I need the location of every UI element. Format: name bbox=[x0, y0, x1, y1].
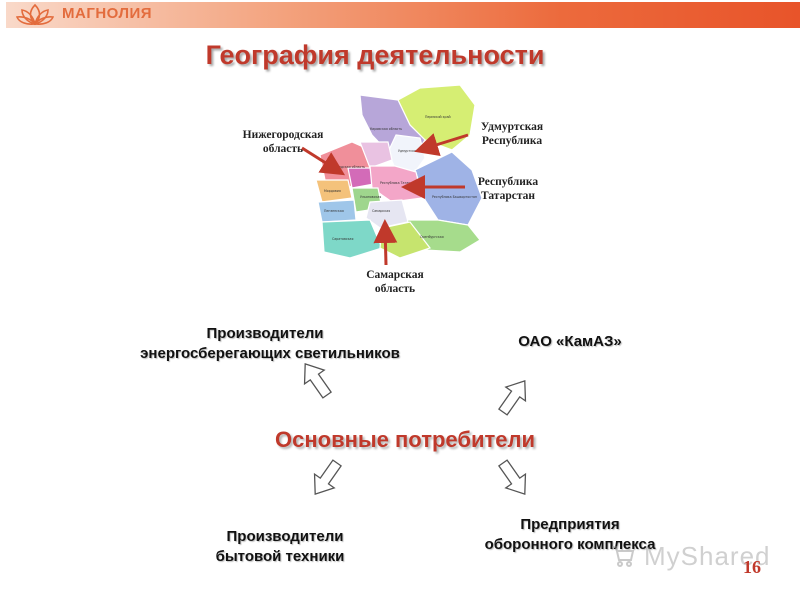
map-region-saratov bbox=[321, 219, 383, 259]
consumer-lights-line1: Производители bbox=[206, 325, 324, 342]
svg-text:Самарская: Самарская bbox=[372, 209, 390, 213]
svg-text:Ульяновская: Ульяновская bbox=[360, 195, 381, 199]
block-arrow-top-right bbox=[497, 379, 527, 416]
watermark: MyShared bbox=[644, 541, 771, 571]
consumer-kamaz: ОАО «КамАЗ» bbox=[518, 333, 622, 350]
svg-text:Республика Татарстан: Республика Татарстан bbox=[380, 181, 418, 185]
lotus-flower-icon bbox=[16, 3, 54, 26]
label-samara: Самарская область bbox=[366, 269, 424, 295]
svg-text:Мордовия: Мордовия bbox=[324, 189, 341, 193]
svg-text:Саратовская: Саратовская bbox=[332, 237, 353, 241]
consumer-defense-line1: Предприятия bbox=[520, 516, 620, 533]
map-region-bashkortostan bbox=[414, 151, 483, 226]
svg-text:Удмуртская Республика: Удмуртская Республика bbox=[398, 149, 438, 153]
block-arrow-bottom-right bbox=[497, 459, 527, 496]
label-tatarstan: Республика Татарстан bbox=[477, 176, 539, 202]
label-udmurt: Удмуртская Республика bbox=[480, 121, 544, 147]
consumer-defense-line2: оборонного комплекса bbox=[484, 536, 656, 553]
consumer-appliances-line2: бытовой техники bbox=[215, 548, 345, 565]
label-nizhny-novgorod: Нижегородская область bbox=[242, 129, 324, 155]
svg-text:Кировская область: Кировская область bbox=[370, 127, 402, 131]
consumer-appliances-line1: Производители bbox=[226, 528, 344, 545]
slide-number: 16 bbox=[743, 557, 761, 577]
svg-text:Оренбургская: Оренбургская bbox=[420, 235, 444, 239]
svg-text:Пермский край: Пермский край bbox=[425, 115, 451, 119]
page-title: География деятельности bbox=[205, 40, 545, 70]
block-arrow-top-left bbox=[303, 362, 333, 399]
svg-text:Республика Башкортостан: Республика Башкортостан bbox=[432, 195, 477, 199]
consumer-lights-line2: энергосберегающих светильников bbox=[140, 345, 400, 362]
watermark-cart-icon bbox=[612, 546, 635, 567]
header-bar bbox=[6, 2, 800, 28]
regions-map: Пермский край Кировская область Удмуртск… bbox=[315, 84, 483, 259]
brand-name: МАГНОЛИЯ bbox=[62, 5, 153, 22]
svg-text:Нижегородская область: Нижегородская область bbox=[324, 165, 365, 169]
svg-text:Пензенская: Пензенская bbox=[324, 209, 344, 213]
center-label: Основные потребители bbox=[275, 427, 535, 452]
block-arrow-bottom-left bbox=[313, 459, 343, 496]
map-region-mari bbox=[359, 141, 393, 169]
map-region-mordovia bbox=[315, 179, 353, 203]
